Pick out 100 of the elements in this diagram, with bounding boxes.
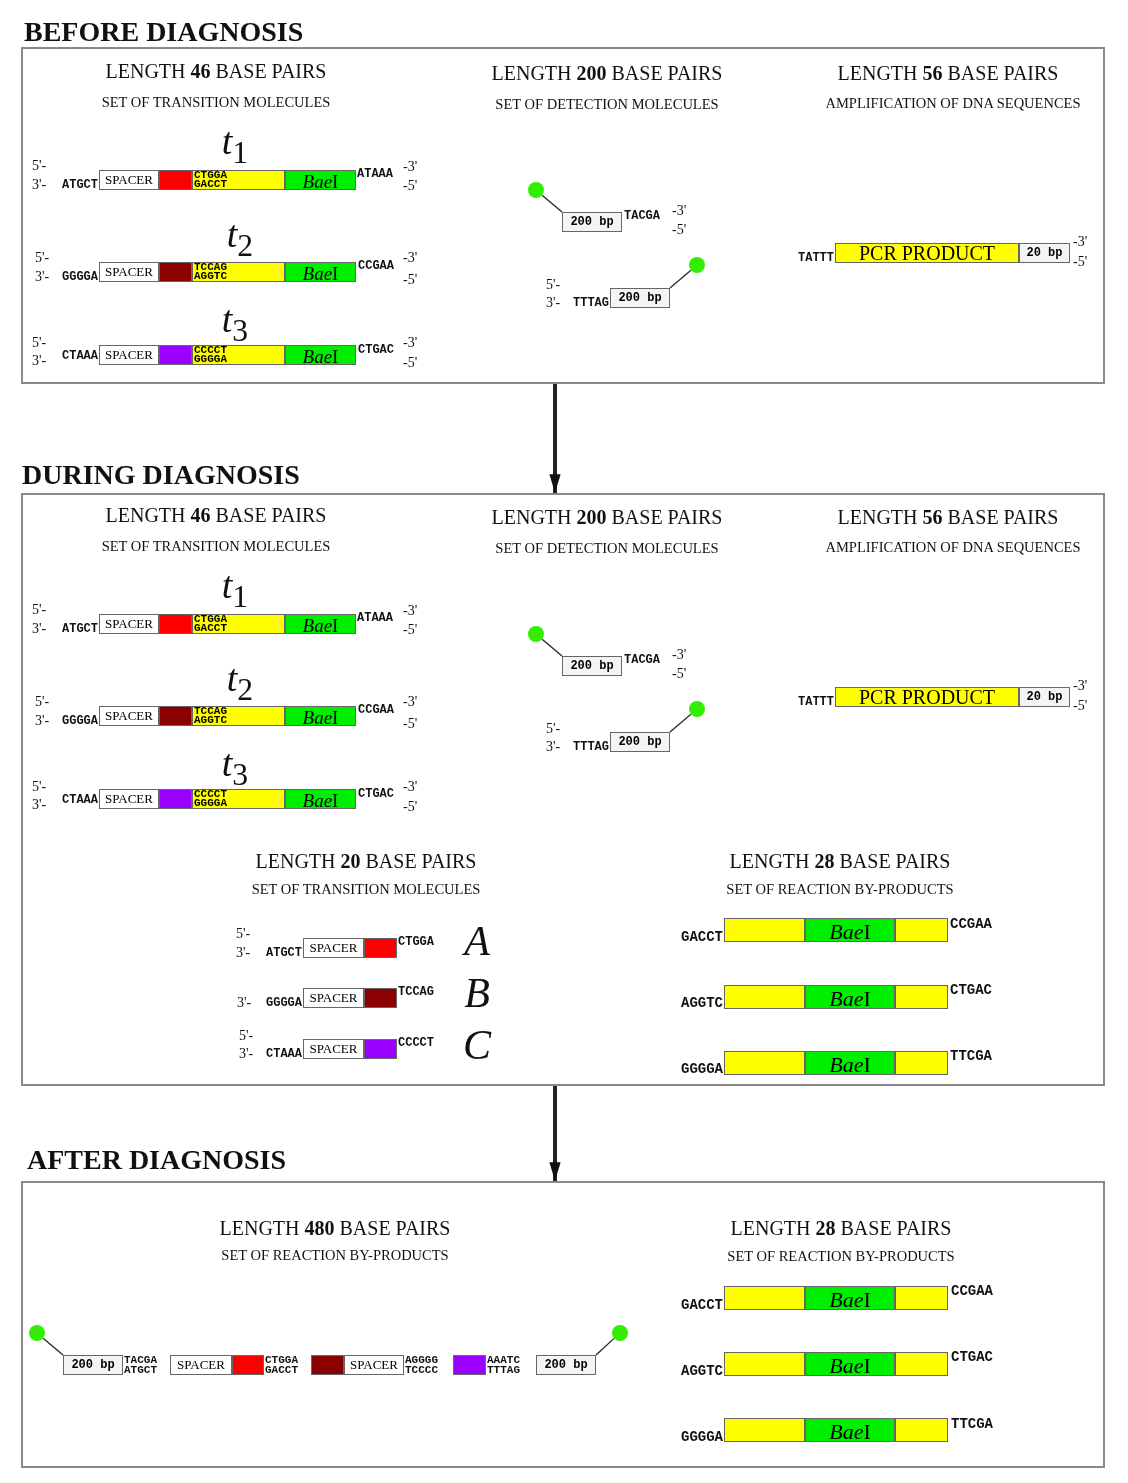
length-label: 20 bp: [1026, 246, 1063, 260]
sequence-segment: [724, 985, 805, 1009]
sequence-label: GGGGA: [62, 714, 98, 728]
sequence-label: AAATC: [487, 1355, 520, 1365]
sequence-label: TTTAG: [573, 740, 609, 754]
length-heading: LENGTH 56 BASE PAIRS: [837, 505, 1059, 529]
sequence-label: AGGTC: [194, 716, 227, 725]
length-segment: [1019, 687, 1070, 707]
sequence-label: CTGGA: [398, 935, 434, 949]
fragment-letter: A: [464, 919, 490, 963]
sequence-segment: [895, 1286, 948, 1310]
length-segment: [562, 212, 622, 232]
sequence-label: TATTT: [798, 251, 834, 265]
length-segment: [610, 732, 670, 752]
strand-end-label: -5': [672, 666, 687, 682]
sequence-label: TACGA: [624, 209, 660, 223]
sequence-label: TTCGA: [950, 1048, 992, 1064]
tag-segment: [364, 988, 397, 1008]
length-heading: LENGTH 46 BASE PAIRS: [105, 503, 327, 527]
strand-end-label: 3'-: [32, 797, 47, 813]
restriction-site-segment: [805, 1286, 895, 1310]
sequence-segment: [724, 1352, 805, 1376]
enzyme-label: BaeI: [302, 262, 339, 286]
sequence-label: CCGAA: [951, 1283, 993, 1299]
strand-end-label: 3'-: [35, 713, 50, 729]
strand-end-label: 3'-: [236, 945, 251, 961]
spacer-segment: [99, 706, 159, 726]
sequence-label: TCCAG: [194, 263, 227, 272]
segment-label: PCR PRODUCT: [858, 685, 996, 709]
length-heading: LENGTH 56 BASE PAIRS: [837, 61, 1059, 85]
restriction-site-segment: [285, 262, 356, 282]
enzyme-label: BaeI: [829, 1352, 871, 1380]
sequence-segment: [724, 918, 805, 942]
sequence-label: ATAAA: [357, 167, 393, 181]
strand-end-label: 3'-: [35, 269, 50, 285]
enzyme-label: BaeI: [302, 614, 339, 638]
spacer-segment: [99, 614, 159, 634]
tag-segment: [364, 1039, 397, 1059]
sequence-label: ATGCT: [62, 622, 98, 636]
sequence-label: TCCCC: [405, 1365, 438, 1375]
sequence-label: TATTT: [798, 695, 834, 709]
sequence-segment: [895, 1352, 948, 1376]
sequence-label: GACCT: [194, 180, 227, 189]
tag-segment: [311, 1355, 344, 1375]
set-description: SET OF DETECTION MOLECULES: [495, 95, 719, 113]
length-heading: LENGTH 46 BASE PAIRS: [105, 59, 327, 83]
fluorophore-dot: [29, 1325, 45, 1341]
spacer-segment: [303, 988, 364, 1008]
sequence-label: CCCCT: [194, 790, 227, 799]
tether-line: [669, 713, 692, 733]
sequence-label: CCCCT: [398, 1036, 434, 1050]
length-segment: [63, 1355, 123, 1375]
fluorophore-dot: [612, 1325, 628, 1341]
tether-line: [541, 194, 563, 213]
spacer-segment: [170, 1355, 232, 1375]
sequence-label: CCGAA: [950, 916, 992, 932]
tether-line: [42, 1337, 64, 1356]
arrow: [549, 1086, 561, 1181]
sequence-label: GGGGA: [681, 1061, 723, 1077]
segment-label: SPACER: [105, 264, 153, 280]
pcr-product-segment: [835, 243, 1019, 263]
fragment-letter: B: [464, 971, 490, 1015]
strand-end-label: 3'-: [237, 995, 252, 1011]
length-label: 200 bp: [618, 735, 662, 749]
tether-line: [669, 269, 692, 289]
fluorophore-dot: [528, 626, 544, 642]
strand-end-label: -5': [672, 222, 687, 238]
sequence-label: TTTAG: [487, 1365, 520, 1375]
sequence-label: CTGGA: [265, 1355, 298, 1365]
fluorophore-dot: [689, 257, 705, 273]
molecule-name: t$_{2}$: [226, 212, 254, 263]
sequence-label: CCGAA: [358, 703, 394, 717]
sequence-label: TTCGA: [951, 1416, 993, 1432]
strand-end-label: -3': [403, 779, 418, 795]
set-description: AMPLIFICATION OF DNA SEQUENCES: [825, 538, 1081, 556]
sequence-label: TCCAG: [398, 985, 434, 999]
strand-end-label: -3': [1073, 678, 1088, 694]
sequence-label: ATGCT: [124, 1365, 157, 1375]
restriction-site-segment: [805, 918, 895, 942]
set-description: SET OF REACTION BY-PRODUCTS: [221, 1246, 449, 1264]
sequence-label: CTGGA: [194, 615, 227, 624]
strand-end-label: 5'-: [35, 694, 50, 710]
segment-label: SPACER: [309, 940, 358, 956]
enzyme-label: BaeI: [829, 985, 871, 1013]
strand-end-label: -5': [403, 272, 418, 288]
sequence-segment: [895, 1418, 948, 1442]
pcr-product-segment: [835, 687, 1019, 707]
restriction-site-segment: [285, 706, 356, 726]
strand-end-label: -3': [403, 159, 418, 175]
spacer-segment: [99, 789, 159, 809]
spacer-segment: [344, 1355, 404, 1375]
tag-segment: [159, 262, 192, 282]
tag-segment: [159, 614, 192, 634]
sequence-segment: [192, 170, 285, 190]
enzyme-label: BaeI: [302, 789, 339, 813]
set-description: SET OF REACTION BY-PRODUCTS: [726, 880, 954, 898]
segment-label: SPACER: [105, 791, 153, 807]
segment-label: PCR PRODUCT: [858, 241, 996, 265]
arrow: [549, 384, 561, 493]
sequence-label: TACGA: [124, 1355, 157, 1365]
